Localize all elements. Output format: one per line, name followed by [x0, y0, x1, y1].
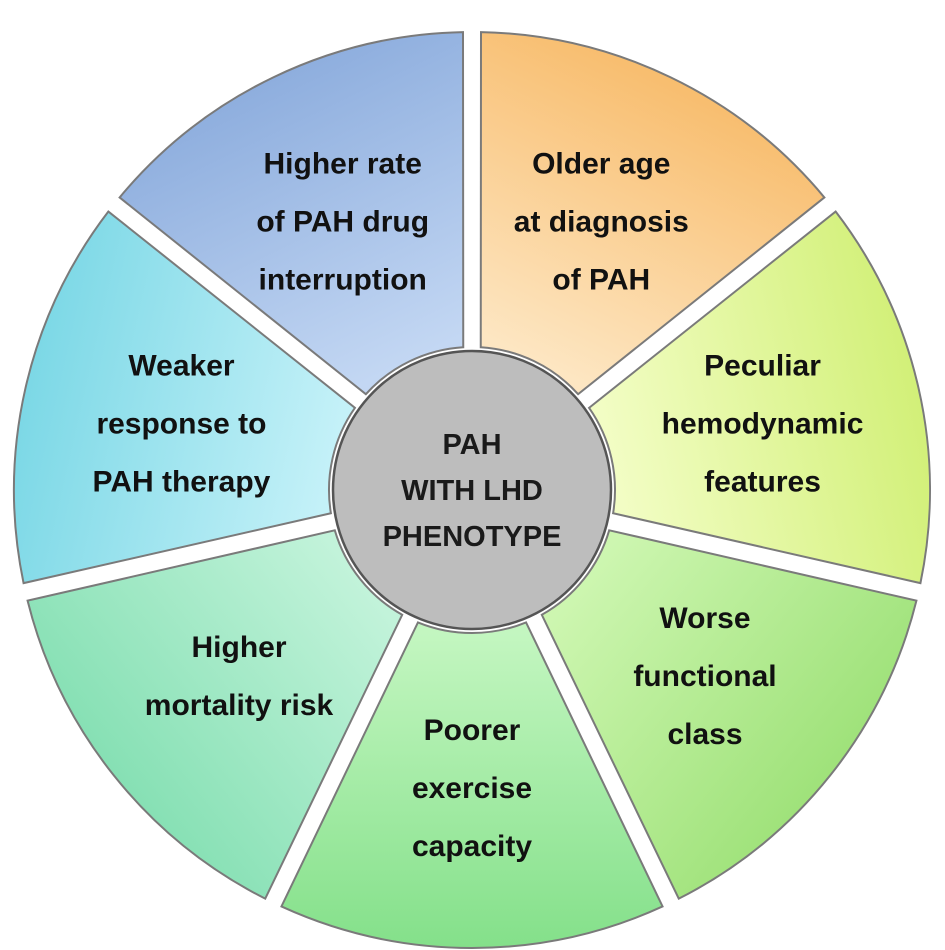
segment-label-line: Poorer	[424, 714, 521, 747]
center-label: PAH WITH LHD PHENOTYPE	[383, 429, 562, 553]
segment-label-functional-class: Worse functional class	[633, 602, 776, 751]
center-circle	[331, 349, 613, 631]
segment-label-line: Worse	[659, 602, 750, 635]
segment-label-line: hemodynamic	[662, 408, 864, 441]
segment-label-line: mortality risk	[145, 689, 334, 722]
center-label-line: PAH	[442, 429, 501, 461]
segment-label-line: of PAH	[552, 264, 650, 297]
segment-mortality-risk	[26, 529, 404, 901]
segment-label-drug-interruption: Higher rate of PAH drug interruption	[256, 148, 429, 297]
segment-label-line: at diagnosis	[514, 206, 689, 239]
segment-hemodynamic	[587, 210, 931, 585]
segment-label-line: interruption	[259, 264, 427, 297]
segments-layer: Older age at diagnosis of PAH Peculiar hemod…	[13, 31, 931, 949]
segment-label-line: functional	[633, 660, 776, 693]
segment-label-line: capacity	[412, 830, 532, 863]
segment-label-line: of PAH drug	[256, 206, 429, 239]
segment-label-exercise-capacity: Poorer exercise capacity	[412, 714, 532, 863]
center-hub: PAH WITH LHD PHENOTYPE	[331, 349, 613, 631]
segment-drug-interruption	[118, 31, 465, 396]
segment-label-line: response to	[96, 408, 266, 441]
segment-label-line: Higher rate	[264, 148, 422, 181]
segment-label-line: Peculiar	[704, 350, 821, 383]
segment-label-line: PAH therapy	[93, 466, 271, 499]
segment-label-hemodynamic: Peculiar hemodynamic features	[662, 350, 864, 499]
segment-exercise-capacity	[280, 621, 664, 949]
center-label-line: WITH LHD	[401, 475, 543, 507]
segment-label-line: class	[667, 718, 742, 751]
segment-functional-class	[540, 529, 918, 901]
segment-older-age	[479, 31, 826, 396]
segment-label-line: features	[704, 466, 821, 499]
segment-therapy-response	[13, 210, 357, 585]
segment-label-line: exercise	[412, 772, 532, 805]
segment-label-mortality-risk: Higher mortality risk	[145, 631, 334, 722]
center-label-line: PHENOTYPE	[383, 521, 562, 553]
segment-label-line: Weaker	[128, 350, 235, 383]
segment-label-older-age: Older age at diagnosis of PAH	[514, 148, 689, 297]
segment-label-line: Older age	[532, 148, 670, 181]
segment-label-therapy-response: Weaker response to PAH therapy	[93, 350, 271, 499]
segment-label-line: Higher	[192, 631, 287, 664]
